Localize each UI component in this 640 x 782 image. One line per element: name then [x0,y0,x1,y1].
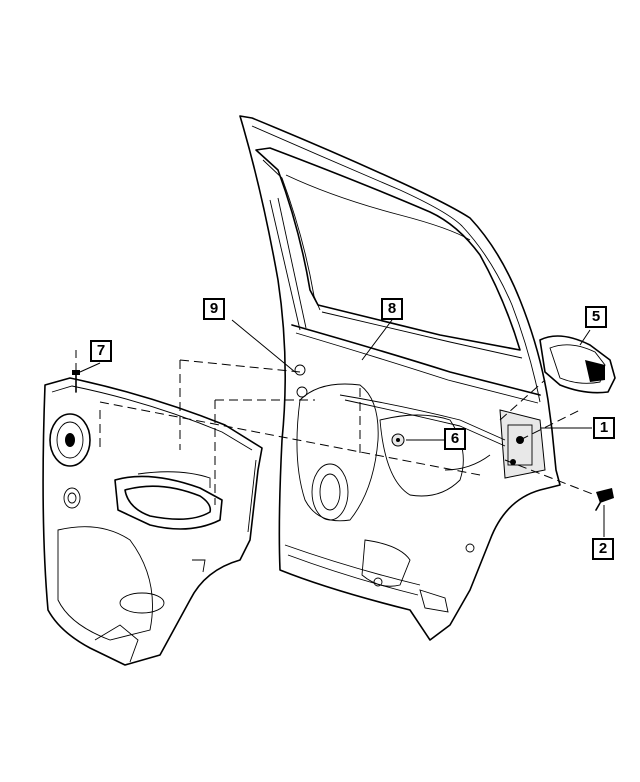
outside-door-handle [539,335,616,394]
callout-7: 7 [90,340,112,362]
callout-5: 5 [585,306,607,328]
door-trim-panel [42,370,263,666]
callout-1: 1 [593,417,615,439]
door-shell [239,115,561,641]
callout-6: 6 [444,428,466,450]
exploded-view-dashed-lines [75,350,596,505]
callout-2: 2 [592,538,614,560]
callout-leader-lines [79,319,605,537]
callout-9: 9 [203,298,225,320]
callout-8: 8 [381,298,403,320]
screw-part [595,488,614,511]
